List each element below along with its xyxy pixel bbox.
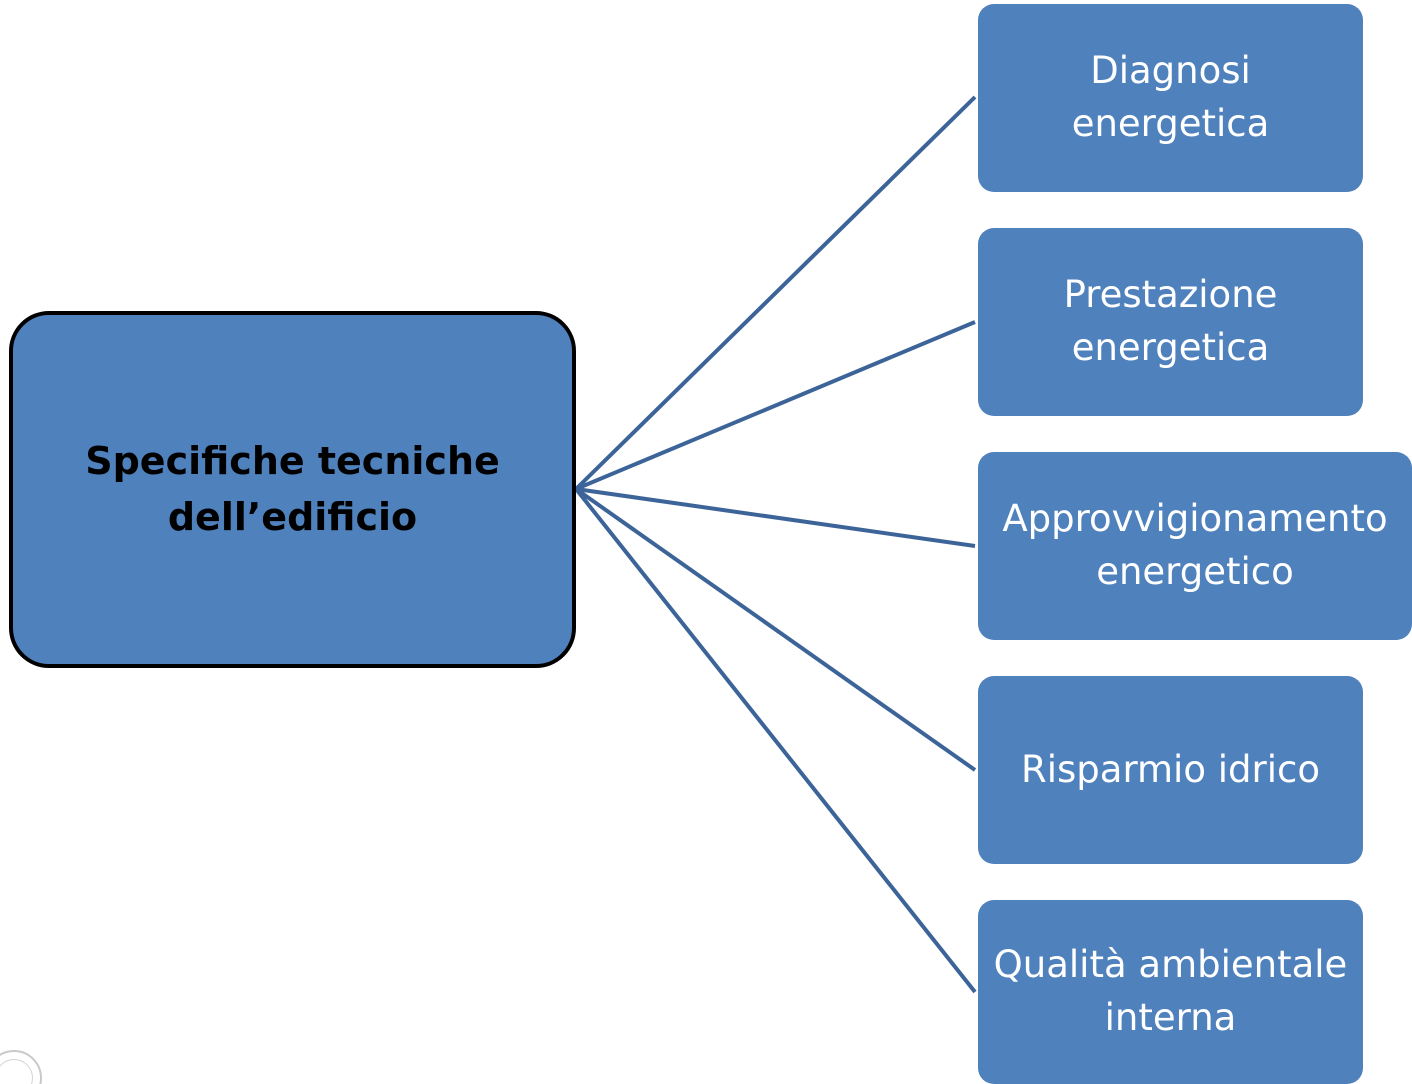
connector-diagnosi — [574, 95, 977, 491]
node-diagnosi-energetica: Diagnosi energetica — [978, 4, 1363, 192]
node-risparmio-idrico: Risparmio idrico — [978, 676, 1363, 864]
connector-prestazione — [575, 320, 976, 491]
node-qualita-ambientale-interna: Qualità ambientale interna — [978, 900, 1363, 1084]
connector-risparmio — [574, 487, 977, 772]
node-approvvigionamento-energetico: Approvvigionamento energetico — [978, 452, 1412, 640]
connector-qualita — [574, 487, 977, 994]
connector-approvvigionamento — [575, 487, 976, 548]
node-prestazione-energetica: Prestazione energetica — [978, 228, 1363, 416]
root-node: Specifiche tecniche dell’edificio — [9, 311, 576, 668]
